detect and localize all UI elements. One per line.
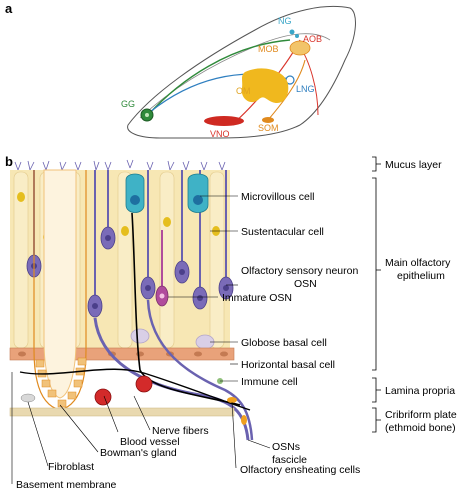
bowmans-gland-lumen (43, 169, 77, 399)
layer-epithelium-line2: epithelium (397, 270, 445, 282)
gg-nerve-green (147, 39, 291, 116)
black-nerve-fiber-2 (19, 368, 251, 411)
ng-dot-2 (295, 34, 299, 38)
layer-mucus: Mucus layer (385, 159, 442, 171)
microvillous-cell-2 (187, 173, 209, 213)
head-outline (127, 5, 356, 139)
label-om: OM (236, 86, 251, 96)
label-gg: GG (121, 99, 135, 109)
blood-vessel-1 (94, 388, 112, 406)
layer-epithelium-line1: Main olfactory (385, 257, 451, 269)
microvillous-cell-1 (125, 173, 145, 213)
label-fibroblast: Fibroblast (48, 461, 94, 473)
label-sustentacular-cell: Sustentacular cell (241, 226, 324, 238)
label-aob: AOB (303, 34, 322, 44)
layer-lamina-propria: Lamina propria (385, 385, 455, 397)
label-osns-line1: OSNs (272, 441, 300, 453)
gg-core (145, 113, 149, 117)
label-som: SOM (258, 123, 279, 133)
label-blood-vessel: Blood vessel (120, 436, 180, 448)
head-diagram (127, 5, 356, 139)
mob-bulb (289, 40, 311, 56)
label-vno: VNO (210, 129, 230, 139)
blood-vessel-2 (135, 375, 153, 393)
label-mob: MOB (258, 44, 279, 54)
immature-osn-nucleus (159, 293, 165, 299)
ensheathing-cells (227, 397, 247, 425)
label-nerve-fibers: Nerve fibers (152, 425, 209, 437)
fibroblast-cell (20, 393, 36, 403)
leader-lines (11, 195, 271, 484)
label-immature-osn: Immature OSN (222, 292, 292, 304)
label-basement-membrane: Basement membrane (16, 479, 117, 491)
layer-cribriform-line2: (ethmoid bone) (385, 422, 456, 434)
cilia-layer (14, 159, 226, 171)
label-bowmans-gland: Bowman's gland (100, 447, 177, 459)
label-globose-basal-cell: Globose basal cell (241, 337, 327, 349)
label-osn-line2: OSN (294, 278, 317, 290)
axon-bundle-2 (146, 299, 254, 441)
som-nerve-orange (267, 59, 306, 121)
label-osns-line2: fascicle (272, 454, 307, 466)
ng-dots (289, 29, 295, 35)
label-ensheating-cells: Olfactory ensheating cells (240, 464, 360, 476)
microvillous-nucleus-2 (193, 195, 203, 205)
som-organ (262, 117, 274, 123)
microvillous-nucleus-1 (130, 195, 140, 205)
cribriform-plate (9, 407, 235, 417)
panel-a-letter: a (5, 1, 13, 16)
om-region (241, 68, 289, 104)
label-immune-cell: Immune cell (241, 376, 298, 388)
label-ng: NG (278, 16, 292, 26)
vno-organ (204, 116, 244, 126)
label-microvillous-cell: Microvillous cell (241, 191, 315, 203)
epithelium-diagram (9, 159, 254, 441)
black-nerve-fiber (131, 212, 241, 406)
label-osn-line1: Olfactory sensory neuron (241, 265, 358, 277)
panel-b-letter: b (5, 154, 13, 169)
layer-brackets (372, 156, 381, 433)
layer-cribriform-line1: Cribriform plate (385, 409, 457, 421)
label-lng: LNG (296, 84, 315, 94)
label-horizontal-basal-cell: Horizontal basal cell (241, 359, 335, 371)
